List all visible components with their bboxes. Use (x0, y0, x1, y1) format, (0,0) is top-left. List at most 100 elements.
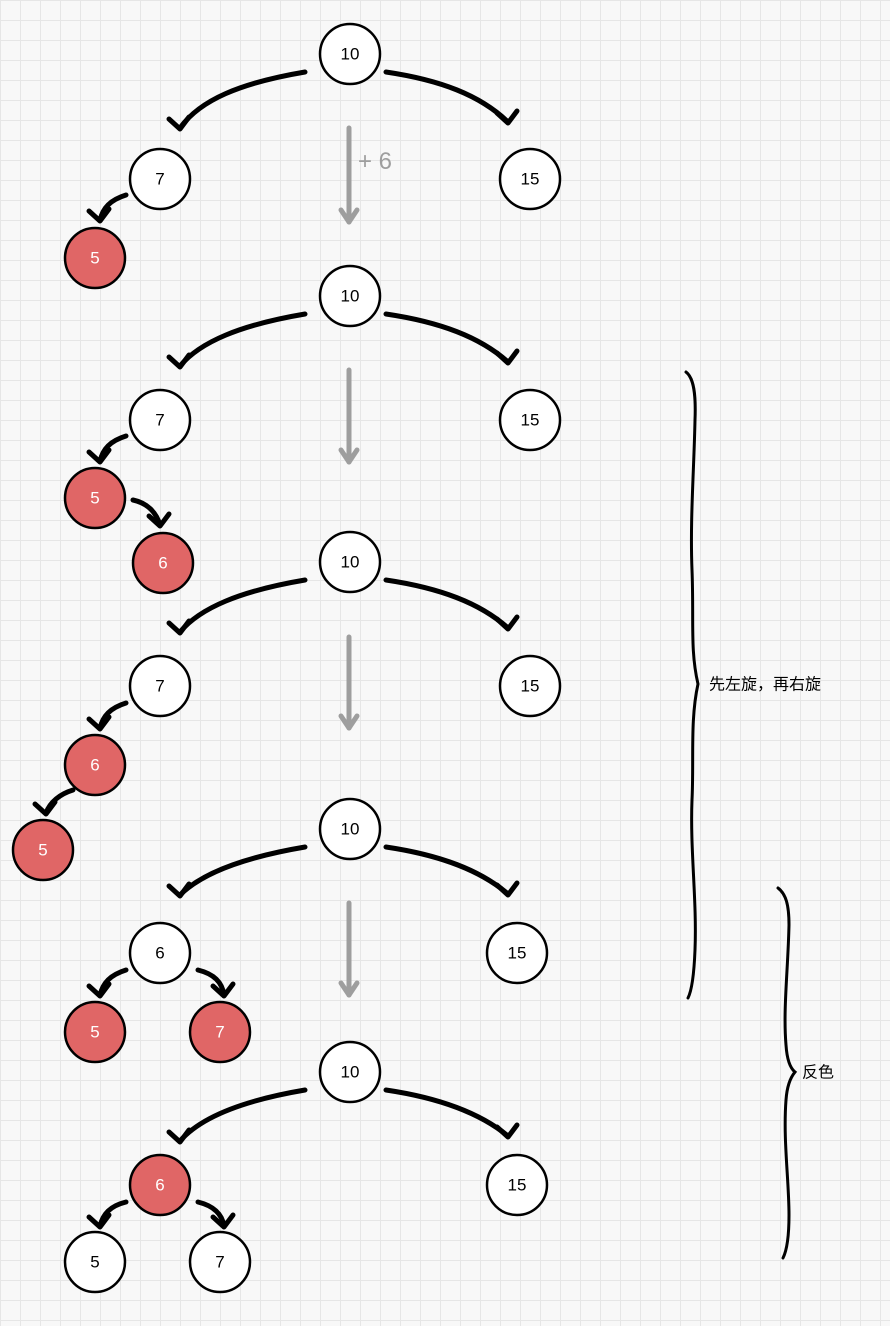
node-circle (188, 1230, 252, 1294)
edge-arrowhead-s4-3 (86, 981, 112, 999)
node-circle (63, 1000, 127, 1064)
tree-edge-s2-1 (177, 311, 308, 369)
tree-node-s2-7: 7 (128, 388, 192, 452)
edge-arrowhead-s2-1 (166, 352, 192, 370)
tree-edge-s4-4 (195, 967, 227, 998)
tree-node-s5-15: 15 (485, 1153, 549, 1217)
node-circle (128, 654, 192, 718)
node-circle (63, 226, 127, 290)
node-circle (485, 1153, 549, 1217)
annotation-layer: 先左旋，再右旋 反色 (684, 370, 834, 1260)
edge-arrowhead-s3-4 (32, 799, 58, 817)
node-circle (131, 531, 195, 595)
edge-arrowhead-s1-1 (166, 114, 192, 132)
node-value: 5 (90, 249, 99, 268)
edge-arrowhead-s3-1 (166, 618, 192, 636)
edge-arrowhead-s4-4 (210, 981, 236, 999)
tree-node-s2-6: 6 (131, 531, 195, 595)
tree-node-s2-10: 10 (318, 264, 382, 328)
tree-edge-s3-1 (177, 577, 308, 635)
node-circle (63, 466, 127, 530)
node-value: 10 (341, 287, 360, 306)
edge-arrowhead-s2-2 (494, 348, 520, 366)
tree-edge-s5-1 (177, 1087, 308, 1144)
edge-arrowhead-s5-4 (210, 1212, 236, 1230)
tree-edge-s1-1 (177, 69, 308, 131)
edge-arrowhead-s5-2 (494, 1122, 520, 1140)
tree-node-s4-10: 10 (318, 797, 382, 861)
brace-recolor (776, 886, 798, 1260)
node-circle (318, 22, 382, 86)
tree-node-s2-15: 15 (498, 388, 562, 452)
annotation-rotate-left-then-right: 先左旋，再右旋 (709, 675, 821, 694)
tree-node-s5-10: 10 (318, 1040, 382, 1104)
tree-node-s4-6: 6 (128, 921, 192, 985)
tree-node-s3-6: 6 (63, 733, 127, 797)
node-circle (318, 1040, 382, 1104)
node-value: 15 (521, 677, 540, 696)
node-value: 7 (215, 1253, 224, 1272)
node-value: 7 (215, 1023, 224, 1042)
node-circle (485, 921, 549, 985)
node-value: 15 (508, 1176, 527, 1195)
node-value: 7 (155, 411, 164, 430)
node-circle (128, 147, 192, 211)
tree-node-s3-7: 7 (128, 654, 192, 718)
node-circle (318, 264, 382, 328)
step-arrowhead-4 (338, 980, 360, 998)
tree-node-s4-5: 5 (63, 1000, 127, 1064)
edge-arrowhead-s5-3 (86, 1212, 112, 1230)
node-value: 10 (341, 820, 360, 839)
edge-arrowhead-s2-3 (86, 447, 112, 465)
node-value: 10 (341, 45, 360, 64)
tree-edge-s5-2 (383, 1087, 511, 1139)
node-circle (128, 1153, 192, 1217)
tree-node-s4-15: 15 (485, 921, 549, 985)
tree-node-s2-5: 5 (63, 466, 127, 530)
edge-arrowhead-s5-1 (166, 1127, 192, 1145)
step-label-1: + 6 (358, 148, 392, 175)
node-value: 7 (155, 677, 164, 696)
node-circle (498, 654, 562, 718)
node-value: 5 (90, 489, 99, 508)
edge-arrowhead-s3-2 (494, 614, 520, 632)
node-circle (498, 147, 562, 211)
node-value: 15 (521, 170, 540, 189)
step-arrows-layer: + 6 (338, 125, 392, 998)
step-arrowhead-3 (338, 713, 360, 731)
node-value: 5 (38, 841, 47, 860)
node-circle (11, 818, 75, 882)
node-circle (128, 921, 192, 985)
node-value: 6 (158, 554, 167, 573)
node-value: 15 (521, 411, 540, 430)
tree-node-s1-10: 10 (318, 22, 382, 86)
tree-edge-s4-2 (383, 844, 511, 897)
edge-arrowhead-s2-4 (146, 511, 172, 529)
brace-rotation (684, 370, 700, 1000)
node-value: 6 (155, 1176, 164, 1195)
node-value: 7 (155, 170, 164, 189)
tree-node-s4-7: 7 (188, 1000, 252, 1064)
tree-node-s3-15: 15 (498, 654, 562, 718)
tree-node-s5-6: 6 (128, 1153, 192, 1217)
tree-node-s3-5: 5 (11, 818, 75, 882)
node-circle (318, 797, 382, 861)
node-value: 6 (90, 756, 99, 775)
edge-arrowhead-s1-2 (494, 108, 520, 126)
node-circle (318, 530, 382, 594)
tree-edge-s3-2 (383, 577, 511, 631)
annotation-recolor: 反色 (802, 1063, 834, 1082)
tree-node-s1-15: 15 (498, 147, 562, 211)
node-circle (188, 1000, 252, 1064)
edge-arrowhead-s3-3 (86, 714, 112, 732)
tree-edge-s1-2 (383, 69, 511, 125)
tree-node-s1-5: 5 (63, 226, 127, 290)
tree-node-s3-10: 10 (318, 530, 382, 594)
step-arrowhead-2 (338, 447, 360, 465)
node-value: 10 (341, 553, 360, 572)
tree-edge-s4-1 (177, 844, 308, 898)
edge-arrowhead-s4-2 (494, 880, 520, 898)
node-circle (63, 733, 127, 797)
